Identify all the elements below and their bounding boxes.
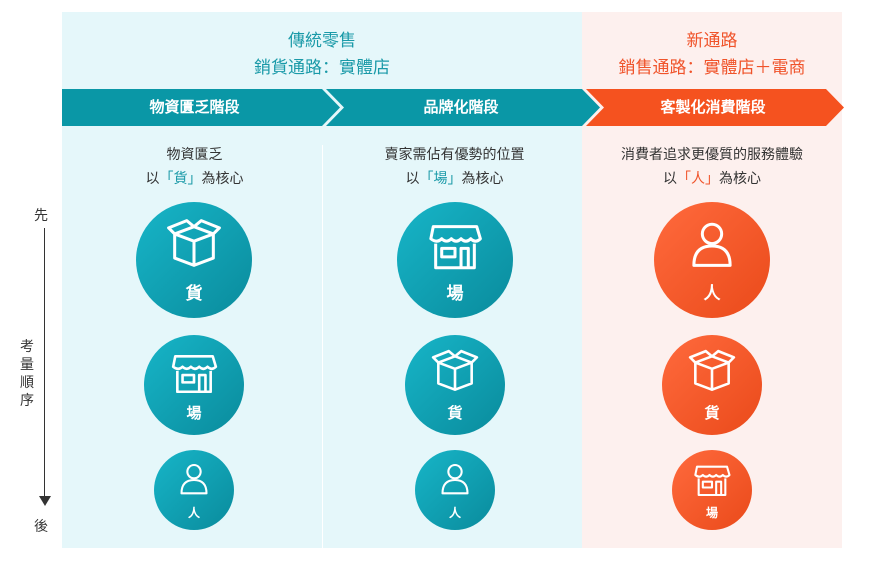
stage-label-1: 物資匱乏階段 [149, 98, 240, 116]
person-icon [180, 463, 208, 494]
circle-label: 場 [705, 505, 718, 520]
circle-store: 場 [397, 202, 513, 318]
new-channel-channel: 銷售通路：實體店＋電商 [618, 58, 806, 78]
circle-person: 人 [654, 202, 770, 318]
new-channel-title: 新通路 [686, 31, 738, 51]
stage-arrow-3 [586, 89, 844, 126]
traditional-header: 傳統零售 銷貨通路：實體店 [62, 28, 582, 82]
box-icon [167, 218, 221, 267]
traditional-channel: 銷貨通路：實體店 [254, 58, 390, 78]
circle-person: 人 [415, 450, 495, 530]
circle-label: 貨 [704, 403, 720, 422]
circle-store: 場 [144, 335, 244, 435]
person-icon [441, 463, 469, 494]
stage-arrows [62, 89, 844, 126]
circle-label: 貨 [447, 403, 463, 422]
stage-desc-2: 賣家需佔有優勢的位置 以「場」為核心 [384, 147, 525, 187]
person-icon [692, 222, 732, 267]
circle-label: 場 [446, 283, 464, 304]
store-icon [429, 224, 482, 269]
circle-label: 人 [187, 505, 200, 520]
circle-label: 貨 [185, 283, 203, 304]
circle-box: 貨 [136, 202, 252, 318]
stage-arrow-1 [62, 89, 340, 126]
circle-box: 貨 [662, 335, 762, 435]
axis-arrow-icon [39, 496, 51, 506]
circle-label: 人 [703, 283, 721, 304]
box-icon [688, 349, 736, 391]
axis-label: 考量順序 [20, 338, 36, 410]
store-icon [694, 465, 731, 496]
axis-line [44, 228, 45, 498]
axis-bottom-label: 後 [34, 519, 48, 535]
new-channel-header: 新通路 銷售通路：實體店＋電商 [582, 28, 842, 82]
circle-person: 人 [154, 450, 234, 530]
circle-label: 場 [186, 403, 202, 422]
box-icon [431, 349, 479, 391]
stage-desc-1: 物資匱乏 以「貨」為核心 [145, 147, 244, 187]
circle-store: 場 [672, 450, 752, 530]
stage-arrow-2 [326, 89, 600, 126]
circle-label: 人 [448, 505, 461, 520]
stage-label-3: 客製化消費階段 [660, 98, 766, 116]
column-divider [322, 145, 323, 548]
traditional-title: 傳統零售 [288, 31, 356, 51]
stage-desc-3: 消費者追求更優質的服務體驗 以「人」為核心 [621, 147, 803, 187]
axis-top-label: 先 [34, 208, 48, 224]
store-icon [171, 354, 218, 393]
stage-label-2: 品牌化階段 [423, 98, 499, 116]
circle-box: 貨 [405, 335, 505, 435]
